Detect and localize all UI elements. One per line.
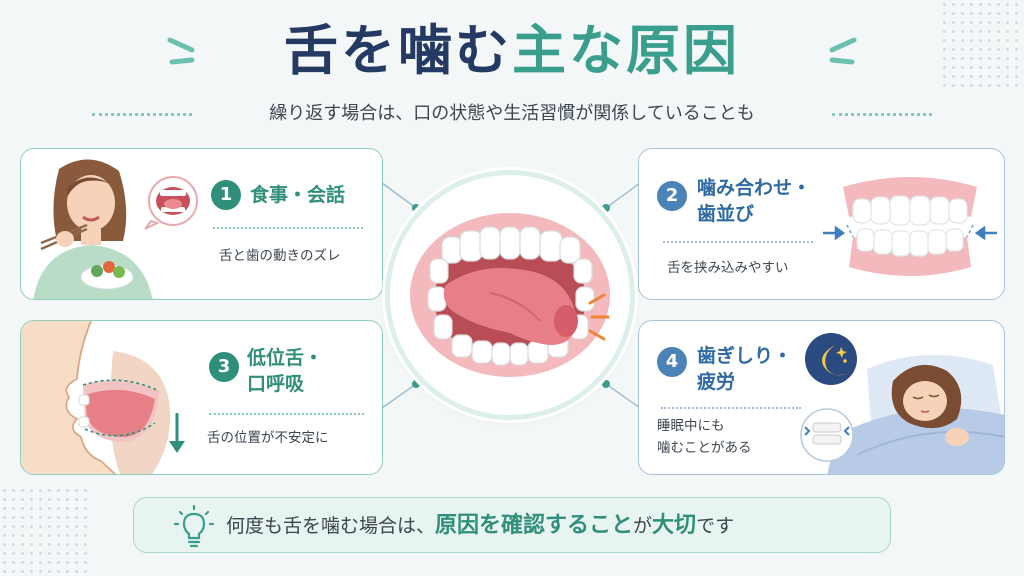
cause-description: 舌を挟み込みやすい [667,260,789,276]
cause-title-line-2: 歯並び [697,203,755,225]
light-bulb-icon [174,504,214,548]
cause-title-line-1: 歯ぎしり・ [697,345,793,367]
card-divider [213,227,363,229]
sparkle-icon [829,37,857,65]
cause-card-1: 1 食事・会話 舌と歯の動きのズレ [20,148,383,300]
cause-description-line-2: 噛むことがある [657,440,752,456]
cause-description: 舌の位置が不安定に [207,430,329,446]
conclusion-prefix: 何度も舌を噛む場合は、 [226,515,436,537]
open-mouth-tongue-illustration [410,213,610,377]
subtitle-divider-left [92,113,192,116]
cause-number-badge: 2 [657,181,687,211]
conclusion-highlight: 原因を確認すること [435,513,634,538]
page-title: 舌を噛む主な原因 [0,16,1024,86]
cause-title-line-2: 疲労 [697,371,736,393]
subtitle: 繰り返す場合は、口の状態や生活習慣が関係していることも [269,103,755,124]
inward-arrow-icon [823,225,997,241]
cause-description-line-1: 睡眠中にも [657,418,725,434]
down-arrow-icon [169,413,185,453]
conclusion-mid: が [633,515,653,537]
dot-pattern-top-right [940,0,1024,90]
cause-number-badge: 3 [209,352,239,382]
card-divider [661,407,801,409]
eating-woman-illustration [33,159,153,299]
cause-description: 舌と歯の動きのズレ [219,248,341,264]
cause-card-2: 2 噛み合わせ・ 歯並び 舌を挟み込みやすい [638,148,1005,300]
conclusion-banner: 何度も舌を噛む場合は、原因を確認することが大切です [133,497,891,553]
title-part-2: 主な原因 [512,19,740,82]
side-profile-tongue-illustration [21,321,185,474]
tongue-bite-illustration [385,170,635,420]
teeth-overbite-illustration [823,177,997,276]
conclusion-text: 何度も舌を噛む場合は、原因を確認することが大切です [226,512,734,540]
cause-card-4: 4 歯ぎしり・ 疲労 睡眠中にも 噛むことがある [638,320,1005,475]
conclusion-suffix: です [696,515,735,537]
subtitle-divider-right [832,113,932,116]
cause-title-line-2: 口呼吸 [247,373,305,395]
cause-title-line-1: 低位舌・ [247,347,324,369]
conclusion-highlight-2: 大切 [652,513,697,538]
moon-star-icon [805,333,857,385]
sleeping-woman-illustration [800,333,1004,474]
card-divider [209,413,364,415]
dot-pattern-bottom-left [0,486,90,576]
cause-number-badge: 1 [211,180,241,210]
cause-card-3: 3 低位舌・ 口呼吸 舌の位置が不安定に [20,320,383,475]
sparkle-icon [167,37,195,65]
cause-title: 食事・会話 [250,184,346,206]
card-divider [663,241,813,243]
cause-title-line-1: 噛み合わせ・ [697,177,812,199]
open-mouth-bubble-illustration [144,176,198,230]
cause-number-badge: 4 [657,347,687,377]
title-part-1: 舌を噛む [284,19,512,82]
